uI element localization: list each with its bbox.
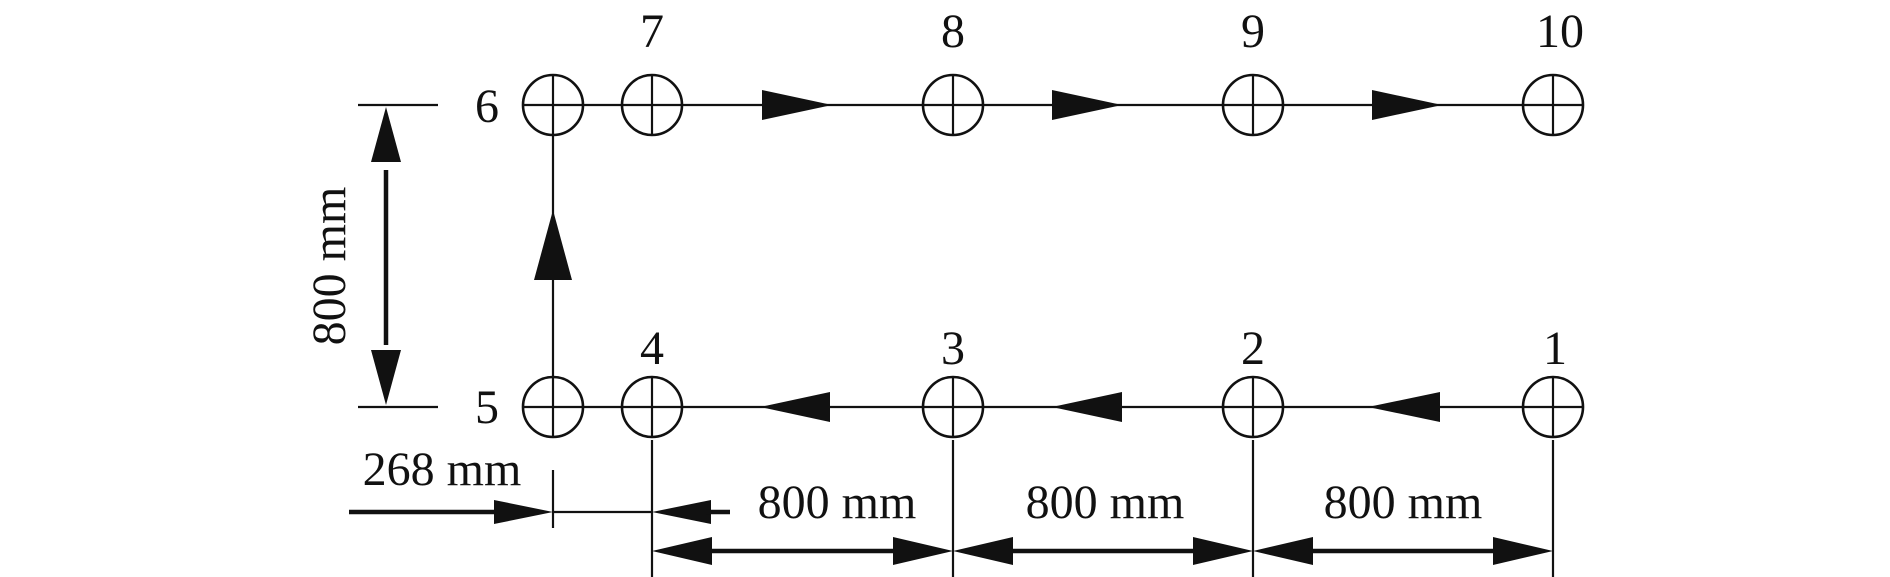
direction-arrow-9-10: [1372, 90, 1442, 120]
offset-arrowhead-right: [652, 500, 711, 524]
direction-arrow-2-3: [1052, 392, 1122, 422]
vertical-dimension: 800 mm: [303, 103, 438, 409]
point-labels: 1 2 3 4 5 6 7 8 9 10: [475, 5, 1584, 434]
spacing-dimension-3-2: [953, 537, 1253, 565]
point-label-1: 1: [1543, 322, 1567, 375]
point-3-marker: [921, 375, 985, 439]
path-lines: [551, 103, 1553, 409]
point-7-marker: [620, 73, 684, 137]
spacing-dimension-2-1: [1253, 537, 1553, 565]
spacing-label-2-1: 800 mm: [1324, 476, 1483, 529]
direction-arrow-8-9: [1052, 90, 1122, 120]
direction-arrow-5-6: [534, 210, 572, 280]
point-label-6: 6: [475, 80, 499, 133]
point-label-3: 3: [941, 322, 965, 375]
point-label-2: 2: [1241, 322, 1265, 375]
direction-arrow-7-8: [762, 90, 832, 120]
vertical-arrowhead-top: [371, 107, 401, 162]
point-label-4: 4: [640, 322, 664, 375]
point-10-marker: [1521, 73, 1585, 137]
offset-dimension: 268 mm: [349, 440, 730, 577]
direction-arrows: [534, 90, 1442, 422]
point-9-marker: [1221, 73, 1285, 137]
point-4-marker: [620, 375, 684, 439]
horizontal-spacing-dimensions: 800 mm 800 mm 800 mm: [652, 440, 1555, 577]
spacing-label-4-3: 800 mm: [758, 476, 917, 529]
measurement-points: [521, 73, 1585, 439]
vertical-arrowhead-bottom: [371, 350, 401, 405]
point-label-7: 7: [640, 5, 664, 58]
vertical-dimension-label: 800 mm: [303, 187, 356, 346]
direction-arrow-1-2: [1368, 392, 1440, 422]
offset-dimension-label: 268 mm: [363, 443, 522, 496]
point-2-marker: [1221, 375, 1285, 439]
direction-arrow-3-4: [760, 392, 830, 422]
point-8-marker: [921, 73, 985, 137]
point-label-8: 8: [941, 5, 965, 58]
point-label-10: 10: [1536, 5, 1584, 58]
offset-arrowhead-left: [494, 500, 553, 524]
point-5-marker: [521, 375, 585, 439]
spacing-dimension-4-3: [652, 537, 953, 565]
point-label-9: 9: [1241, 5, 1265, 58]
point-1-marker: [1521, 375, 1585, 439]
point-label-5: 5: [475, 381, 499, 434]
point-6-marker: [521, 73, 585, 137]
spacing-label-3-2: 800 mm: [1026, 476, 1185, 529]
